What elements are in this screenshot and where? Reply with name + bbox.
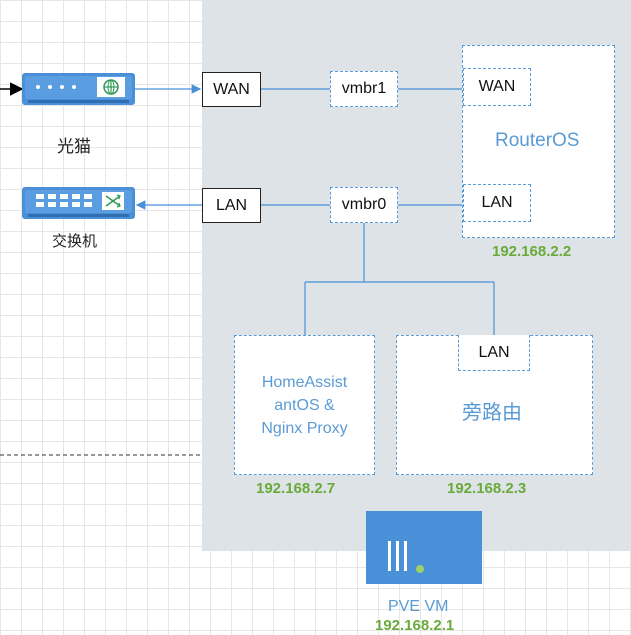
bridge-vmbr0: vmbr0 [330, 187, 398, 223]
bypass-router-lan-port: LAN [458, 335, 530, 371]
modem-device [22, 73, 135, 105]
routeros-wan-port: WAN [463, 68, 531, 106]
homeassistant-name-line1: HomeAssist [261, 373, 348, 391]
modem-icon [22, 73, 135, 105]
host-lan-port: LAN [202, 188, 261, 223]
switch-device [22, 187, 135, 219]
host-wan-port: WAN [202, 72, 261, 107]
switch-label: 交换机 [52, 233, 98, 250]
bypass-router-title: 旁路由 [462, 402, 522, 424]
routeros-ip: 192.168.2.2 [492, 243, 572, 260]
homeassistant-name-line3: Nginx Proxy [261, 419, 348, 437]
homeassistant-vm: HomeAssist antOS & Nginx Proxy [234, 335, 375, 475]
bypass-router-ip: 192.168.2.3 [447, 480, 527, 497]
pve-server [366, 511, 482, 584]
bridge-vmbr1: vmbr1 [330, 71, 398, 107]
routeros-title: RouterOS [495, 130, 580, 151]
pve-label: PVE VM [388, 598, 449, 615]
switch-icon [22, 187, 135, 219]
homeassistant-name-line2: antOS & [274, 396, 335, 414]
homeassistant-ip: 192.168.2.7 [256, 480, 336, 497]
modem-label: 光猫 [57, 137, 91, 156]
pve-ip: 192.168.2.1 [375, 617, 455, 634]
server-icon [366, 511, 482, 584]
routeros-lan-port: LAN [463, 184, 531, 222]
